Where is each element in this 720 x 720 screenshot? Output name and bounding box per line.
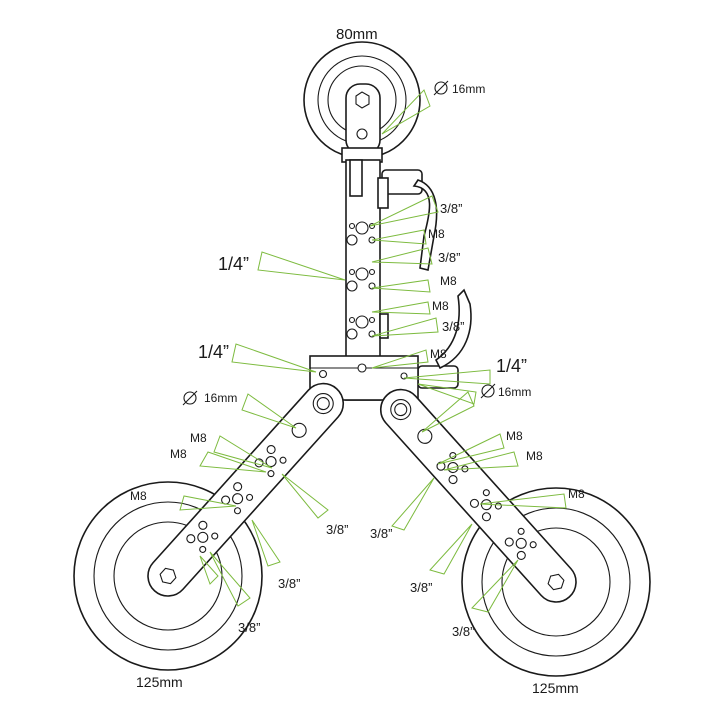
mast-label-2: M8 <box>428 227 445 241</box>
left-arm-label-m8-3: M8 <box>130 489 147 503</box>
top-wheel-size-label: 80mm <box>336 26 378 43</box>
left-arm-label-38-3: 3/8” <box>238 620 260 635</box>
left-arm-label-38-2: 3/8” <box>278 576 300 591</box>
left-arm-label-38-1: 3/8” <box>326 522 348 537</box>
mast-label-7: M8 <box>430 347 447 361</box>
quarter-label-left-upper: 1/4” <box>218 254 249 274</box>
right-arm-label-38-2: 3/8” <box>410 580 432 595</box>
callout-wedges <box>179 89 567 613</box>
diameter-symbol-icon <box>433 80 449 96</box>
lever-clamp-upper <box>381 169 438 271</box>
right-arm-label-38-1: 3/8” <box>370 526 392 541</box>
mast-label-4: M8 <box>440 274 457 288</box>
right-arm-label-m8-1: M8 <box>506 429 523 443</box>
left-arm-bore-label: 16mm <box>204 391 237 405</box>
mast-hole-cluster-2 <box>346 267 376 292</box>
left-arm-label-m8-1: M8 <box>190 431 207 445</box>
mast-label-1: 3/8” <box>440 201 462 216</box>
left-axle-hex <box>159 567 177 585</box>
left-arm-label-m8-2: M8 <box>170 447 187 461</box>
left-arm <box>147 382 345 597</box>
top-bore-label: 16mm <box>452 82 485 96</box>
right-wheel-size-label: 125mm <box>532 680 579 696</box>
right-arm-label-m8-2: M8 <box>526 449 543 463</box>
right-arm-label-38-3: 3/8” <box>452 624 474 639</box>
right-arm <box>379 388 577 603</box>
top-fork <box>341 83 383 163</box>
right-axle-hex <box>547 573 565 591</box>
quarter-label-left-lower: 1/4” <box>198 342 229 362</box>
quarter-label-right: 1/4” <box>496 356 527 376</box>
right-arm-bore-label: 16mm <box>498 385 531 399</box>
center-mast <box>309 159 419 401</box>
top-axle-hex <box>355 91 370 109</box>
right-arm-label-m8-3: M8 <box>568 487 585 501</box>
mast-label-6: 3/8” <box>442 319 464 334</box>
mast-label-5: M8 <box>432 299 449 313</box>
mast-hole-cluster-3 <box>346 315 376 340</box>
diameter-symbol-icon <box>480 383 496 399</box>
mast-label-3: 3/8” <box>438 250 460 265</box>
diameter-symbol-icon <box>182 390 198 406</box>
left-wheel-size-label: 125mm <box>136 674 183 690</box>
